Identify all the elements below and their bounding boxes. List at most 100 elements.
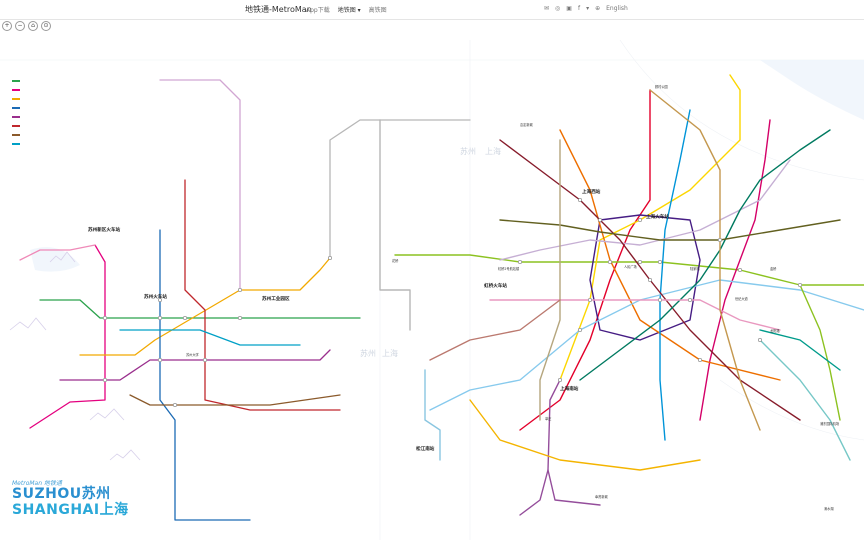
shanghai-lines	[379, 74, 864, 516]
station-label[interactable]: 苏州大学	[186, 352, 199, 357]
nav-app-download[interactable]: App下载	[306, 7, 330, 14]
station-dot[interactable]	[637, 217, 643, 223]
station-label[interactable]: 上海火车站	[646, 213, 669, 220]
weibo-icon[interactable]: ◎	[555, 5, 561, 12]
station-label[interactable]: 上海西站	[582, 188, 601, 195]
station-dot[interactable]	[597, 217, 603, 223]
station-label[interactable]: 陆家嘴	[690, 266, 700, 271]
station-dot[interactable]	[557, 377, 563, 383]
station-label[interactable]: 金桥	[770, 266, 777, 271]
sh-line-10	[499, 159, 791, 261]
station-dot[interactable]	[157, 297, 163, 303]
water-area	[30, 60, 864, 272]
region-label-shanghai: 上海	[485, 146, 501, 156]
station-dot[interactable]	[172, 402, 178, 408]
site-title[interactable]: 地铁通-MetroMan	[245, 5, 312, 14]
legend-swatch	[12, 142, 20, 145]
zoom-out-button[interactable]: −	[15, 21, 25, 31]
nav-metro-map[interactable]: 地铁图 ▾	[337, 7, 361, 14]
sh-line-7	[559, 129, 781, 381]
station-dot[interactable]	[157, 357, 163, 363]
station-dot[interactable]	[202, 357, 208, 363]
station-dot[interactable]	[587, 297, 593, 303]
station-dot[interactable]	[157, 315, 163, 321]
sz-line-5	[59, 349, 331, 381]
station-dot[interactable]	[687, 297, 693, 303]
region-label-suzhou: 苏州	[460, 146, 476, 156]
station-label[interactable]: 虹桥火车站	[484, 282, 507, 289]
station-dot[interactable]	[517, 259, 523, 265]
sh-line-17	[429, 299, 561, 361]
station-label[interactable]: 滴水湖	[824, 506, 834, 511]
legend-row	[12, 121, 23, 130]
legend-row	[12, 85, 23, 94]
station-dot[interactable]	[697, 357, 703, 363]
home-button[interactable]: ⌂	[28, 21, 38, 31]
social-links: ✉ ◎ ▣ f ▾ ⊕ English	[544, 5, 628, 12]
station-dot[interactable]	[577, 327, 583, 333]
zoom-in-button[interactable]: +	[2, 21, 12, 31]
sh-line-18	[649, 89, 761, 431]
globe-icon[interactable]: ⊕	[595, 5, 601, 12]
main-nav: App下载 地铁图 ▾ 高铁图	[306, 5, 387, 14]
sh-line-pj	[379, 119, 411, 331]
station-label[interactable]: 莘庄	[545, 416, 552, 421]
suzhou-lines	[19, 79, 471, 521]
station-label[interactable]: 世纪大道	[735, 296, 749, 301]
sz-line-4	[159, 229, 251, 521]
station-dot[interactable]	[237, 287, 243, 293]
station-dot[interactable]	[182, 315, 188, 321]
legend-row	[12, 130, 23, 139]
logo-tagline: MetroMan 地铁通	[12, 480, 62, 487]
station-label[interactable]: 上海南站	[560, 385, 579, 392]
station-dot[interactable]	[717, 237, 723, 243]
facebook-icon[interactable]: f	[577, 5, 581, 12]
legend-swatch	[12, 79, 20, 82]
logo-suzhou: SUZHOU苏州	[12, 486, 111, 502]
station-dot[interactable]	[647, 277, 653, 283]
station-dot[interactable]	[757, 337, 763, 343]
station-label[interactable]: 顾村公园	[655, 84, 668, 89]
sz-line-s1	[159, 79, 241, 291]
region-label-suzhou-2: 苏州	[360, 348, 376, 358]
instagram-icon[interactable]: ▣	[566, 5, 572, 12]
station-dot[interactable]	[797, 282, 803, 288]
station-label[interactable]: 松江南站	[416, 445, 435, 452]
station-label[interactable]: 人民广场	[624, 264, 637, 269]
mail-icon[interactable]: ✉	[544, 5, 550, 12]
station-label[interactable]: 苏州火车站	[144, 293, 167, 300]
metro-map[interactable]: 苏州 上海 苏州 上海	[0, 19, 864, 540]
legend-row	[12, 76, 23, 85]
legend-swatch	[12, 106, 20, 109]
station-label[interactable]: 龙阳路	[770, 328, 780, 333]
sz-tram	[19, 244, 96, 261]
sh-line-16	[759, 339, 851, 461]
station-label[interactable]: 苏州新区火车站	[88, 226, 121, 233]
interchange-stations	[102, 197, 803, 408]
station-dot[interactable]	[637, 259, 643, 265]
locate-button[interactable]: ⊙	[41, 21, 51, 31]
nav-rail-map[interactable]: 高铁图	[368, 7, 387, 14]
station-dot[interactable]	[577, 197, 583, 203]
more-icon[interactable]: ▾	[586, 5, 590, 12]
station-dot[interactable]	[327, 255, 333, 261]
station-dot[interactable]	[102, 377, 108, 383]
station-dot[interactable]	[102, 315, 108, 321]
station-label[interactable]: 奉贤新城	[595, 494, 609, 499]
sh-line-13	[489, 299, 781, 331]
language-switch[interactable]: English	[606, 5, 628, 12]
station-label[interactable]: 虹桥2号航站楼	[498, 266, 520, 271]
station-label[interactable]: 浦东国际机场	[820, 421, 839, 426]
sz-line-1	[39, 299, 361, 319]
station-dot[interactable]	[607, 259, 613, 265]
map-controls: + − ⌂ ⊙	[2, 21, 51, 31]
station-dot[interactable]	[737, 267, 743, 273]
station-label[interactable]: 嘉定新城	[520, 122, 534, 127]
station-dot[interactable]	[237, 315, 243, 321]
sh-line-2	[394, 254, 864, 286]
station-dot[interactable]	[657, 297, 663, 303]
station-label[interactable]: 苏州工业园区	[262, 295, 290, 302]
station-label[interactable]: 花桥	[392, 258, 399, 263]
station-dot[interactable]	[657, 259, 663, 265]
sz-line-6	[184, 179, 341, 411]
